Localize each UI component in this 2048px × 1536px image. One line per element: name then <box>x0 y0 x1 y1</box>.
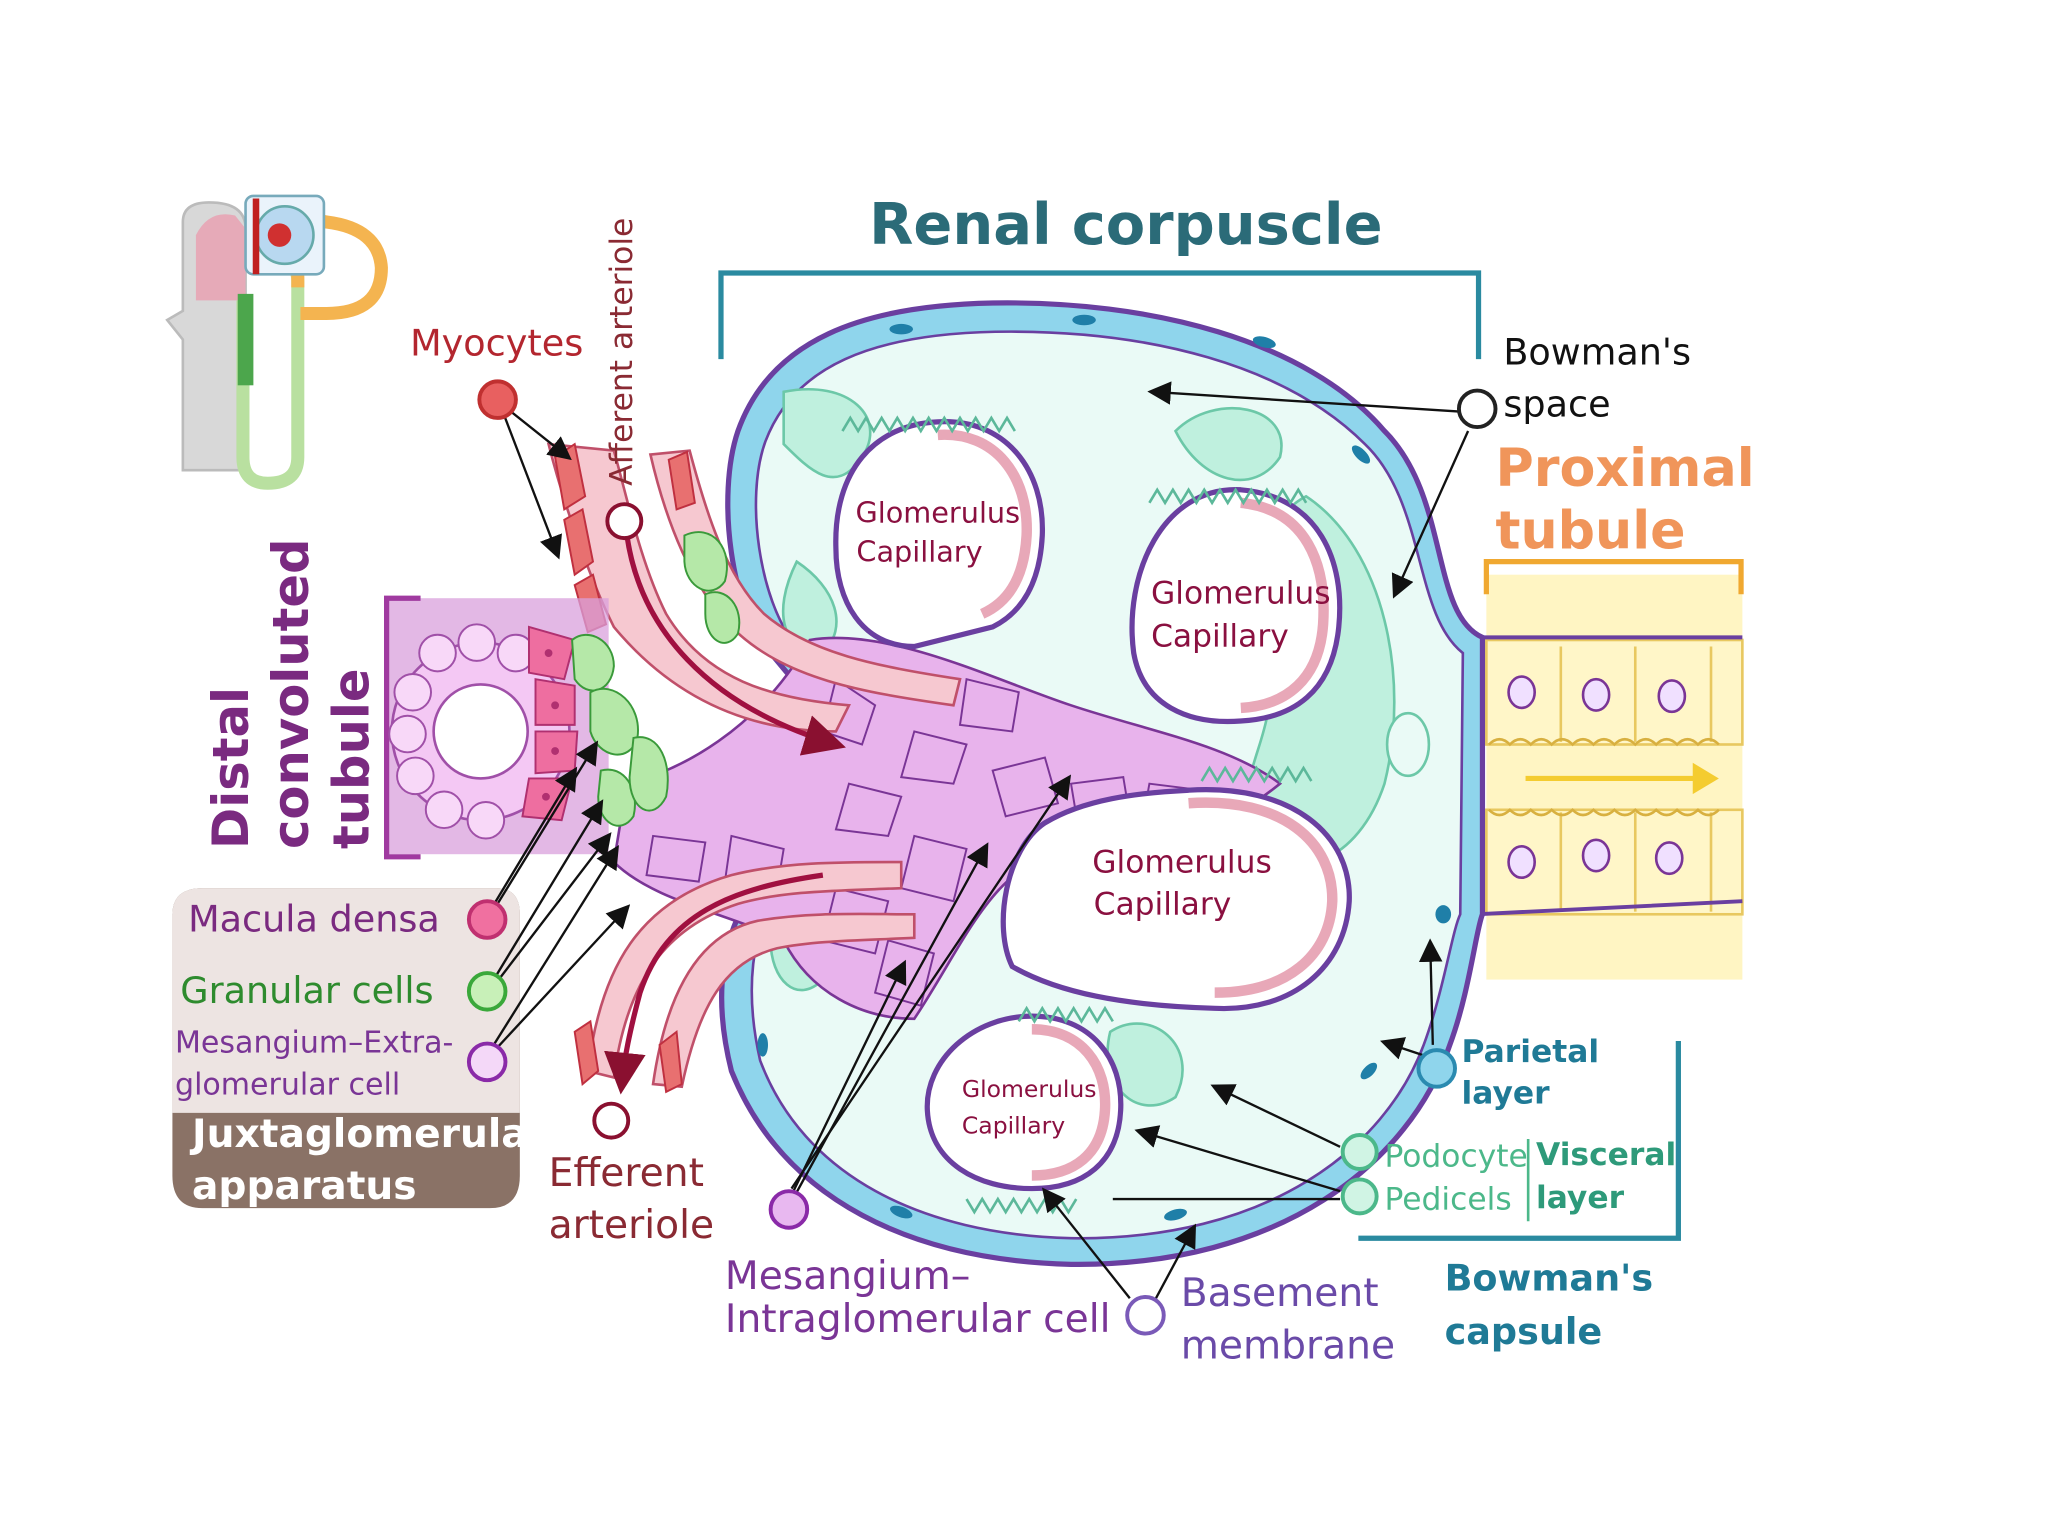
capillary-2-line1: Glomerulus <box>1151 575 1331 611</box>
mes-extra-label-1: Mesangium–Extra- <box>175 1026 453 1061</box>
glomerulus-capillary-2: Glomerulus Capillary <box>1129 487 1343 725</box>
basement-membrane-label-1: Basement <box>1181 1271 1379 1316</box>
nephron-thumbnail <box>165 194 388 490</box>
mes-intra-label-2: Intraglomerular cell <box>725 1297 1111 1342</box>
glomerulus-capillary-4: Glomerulus Capillary <box>924 1013 1124 1192</box>
podocyte-marker <box>1340 1133 1379 1171</box>
title: Renal corpuscle <box>869 191 1382 258</box>
proximal-tubule-label-2: tubule <box>1496 502 1686 562</box>
basement-membrane-label-2: membrane <box>1181 1323 1395 1368</box>
macula-densa-label: Macula densa <box>188 897 440 940</box>
capillary-3-line1: Glomerulus <box>1092 844 1272 880</box>
bowmans-capsule-bracket <box>1358 1040 1681 1241</box>
proximal-tubule-bracket <box>1483 559 1744 595</box>
mes-extra-marker <box>466 1041 508 1083</box>
parietal-layer-marker <box>1416 1048 1457 1089</box>
myocytes-label: Myocytes <box>410 321 583 364</box>
basement-membrane-marker <box>1125 1295 1166 1336</box>
bowmans-space-label-2: space <box>1503 383 1610 426</box>
mes-extra-label-2: glomerular cell <box>175 1068 400 1103</box>
renal-corpuscle-bracket <box>718 270 1482 360</box>
jga-label-2: apparatus <box>192 1164 417 1209</box>
bowmans-capsule-label-2: capsule <box>1445 1310 1603 1353</box>
label-markers <box>466 379 1498 1336</box>
pedicels-marker <box>1340 1177 1379 1216</box>
afferent-arteriole-label: Afferent arteriole <box>604 218 640 486</box>
bowmans-space-marker <box>1456 388 1498 430</box>
capillary-4-line2: Capillary <box>962 1112 1065 1140</box>
efferent-arteriole-marker <box>592 1101 631 1140</box>
distal-tubule-label-2: convoluted <box>262 538 320 849</box>
macula-densa-marker <box>466 899 508 940</box>
distal-tubule-bracket <box>383 595 421 860</box>
pedicels-label: Pedicels <box>1384 1181 1511 1217</box>
efferent-arteriole <box>573 860 916 1095</box>
efferent-arteriole-label-1: Efferent <box>549 1151 704 1196</box>
efferent-arteriole-label-2: arteriole <box>549 1203 715 1248</box>
pointer-lines <box>490 381 1470 1300</box>
bowmans-space-label-1: Bowman's <box>1503 330 1691 373</box>
glomerulus-capillary-1: Glomerulus Capillary <box>833 419 1045 650</box>
podocyte-label: Podocyte <box>1384 1138 1527 1174</box>
jga-label-1: Juxtaglomerular <box>189 1112 548 1157</box>
distal-tubule-label-3: tubule <box>322 668 380 849</box>
parietal-layer-label-2: layer <box>1462 1076 1551 1112</box>
granular-cells-label: Granular cells <box>180 969 433 1012</box>
proximal-tubule <box>1475 559 1744 980</box>
capillary-3-line2: Capillary <box>1094 886 1232 922</box>
mes-intra-label-1: Mesangium– <box>725 1254 970 1299</box>
capillary-4-line1: Glomerulus <box>962 1075 1097 1103</box>
parietal-layer-label-1: Parietal <box>1462 1034 1600 1070</box>
glomerulus-capillary-3: Glomerulus Capillary <box>1000 787 1352 1012</box>
afferent-arteriole-marker <box>605 502 644 541</box>
juxtaglomerular-legend-box <box>172 888 520 1209</box>
capillary-1-line2: Capillary <box>856 535 982 569</box>
visceral-layer-label-1: Visceral <box>1536 1137 1676 1173</box>
granular-cells <box>571 531 741 827</box>
distal-tubule-label-1: Distal <box>202 687 260 849</box>
granular-cells-marker <box>466 971 508 1012</box>
bowmans-capsule-label-1: Bowman's <box>1445 1256 1654 1299</box>
capillary-2-line2: Capillary <box>1151 619 1289 655</box>
proximal-tubule-label-1: Proximal <box>1496 439 1755 499</box>
mes-intra-marker <box>768 1189 810 1230</box>
myocytes-marker <box>477 379 518 420</box>
capillary-1-line1: Glomerulus <box>855 495 1020 529</box>
visceral-layer-label-2: layer <box>1536 1180 1625 1216</box>
